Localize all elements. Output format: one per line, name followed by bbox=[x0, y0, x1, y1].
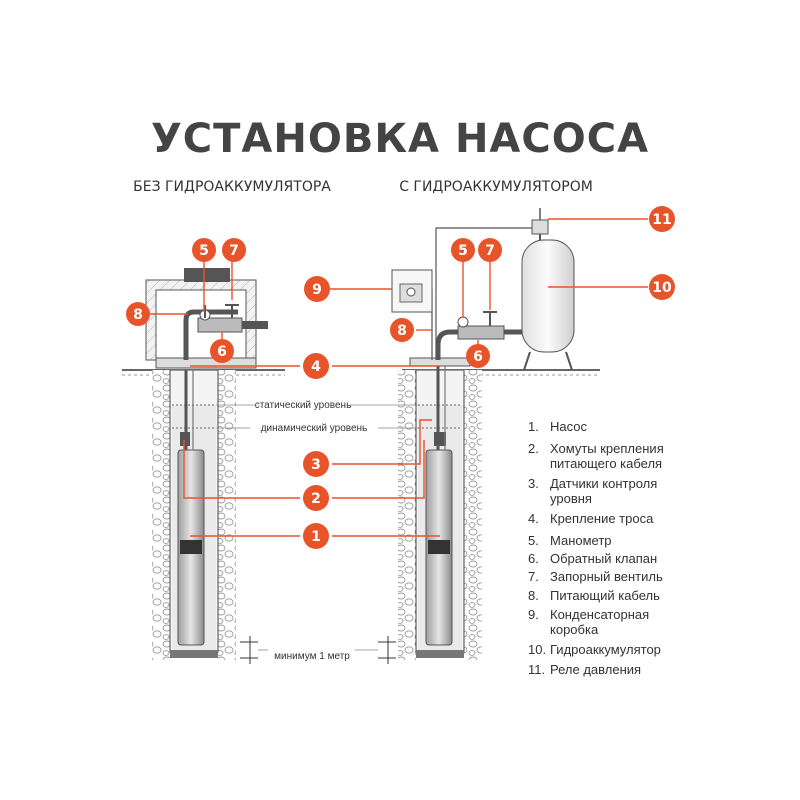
badge-6-left: 6 bbox=[210, 339, 234, 363]
svg-text:9.: 9. bbox=[528, 607, 539, 622]
svg-text:5: 5 bbox=[199, 243, 209, 259]
svg-text:4: 4 bbox=[311, 359, 321, 375]
legend-item-4: 4. Крепление троса bbox=[528, 511, 654, 526]
svg-text:Запорный вентиль: Запорный вентиль bbox=[550, 569, 663, 584]
svg-text:8: 8 bbox=[397, 323, 407, 339]
svg-text:1: 1 bbox=[311, 529, 321, 545]
badge-6-right: 6 bbox=[466, 344, 490, 368]
svg-text:2: 2 bbox=[311, 491, 321, 507]
svg-text:10: 10 bbox=[652, 280, 672, 296]
svg-text:1.: 1. bbox=[528, 419, 539, 434]
svg-text:7: 7 bbox=[485, 243, 495, 259]
svg-text:уровня: уровня bbox=[550, 491, 592, 506]
badge-4: 4 bbox=[303, 353, 329, 379]
minimum-depth-label: минимум 1 метр bbox=[274, 651, 350, 662]
svg-text:6: 6 bbox=[217, 344, 227, 360]
svg-text:Реле давления: Реле давления bbox=[550, 662, 641, 677]
svg-text:Питающий кабель: Питающий кабель bbox=[550, 588, 660, 603]
badge-9: 9 bbox=[304, 276, 330, 302]
svg-text:Манометр: Манометр bbox=[550, 533, 612, 548]
legend-item-7: 7. Запорный вентиль bbox=[528, 569, 663, 584]
badge-8-right: 8 bbox=[390, 318, 414, 342]
right-heading: С ГИДРОАККУМУЛЯТОРОМ bbox=[399, 179, 593, 195]
svg-text:коробка: коробка bbox=[550, 622, 599, 637]
leader-lines bbox=[150, 218, 648, 537]
svg-text:Насос: Насос bbox=[550, 419, 587, 434]
svg-text:7.: 7. bbox=[528, 569, 539, 584]
legend-item-5: 5. Манометр bbox=[528, 533, 612, 548]
svg-text:3.: 3. bbox=[528, 476, 539, 491]
svg-text:8.: 8. bbox=[528, 588, 539, 603]
svg-text:Хомуты крепления: Хомуты крепления bbox=[550, 441, 664, 456]
svg-text:Гидроаккумулятор: Гидроаккумулятор bbox=[550, 642, 661, 657]
legend-item-1: 1. Насос bbox=[528, 419, 587, 434]
static-level-label: статический уровень bbox=[255, 400, 352, 411]
level-labels: статический уровень динамический уровень… bbox=[216, 400, 418, 662]
svg-text:5: 5 bbox=[458, 243, 468, 259]
left-well bbox=[122, 268, 285, 664]
svg-text:10.: 10. bbox=[528, 642, 546, 657]
badge-1: 1 bbox=[303, 523, 329, 549]
page-title: УСТАНОВКА НАСОСА bbox=[151, 116, 649, 162]
dynamic-level-label: динамический уровень bbox=[261, 423, 368, 434]
legend-item-10: 10. Гидроаккумулятор bbox=[528, 642, 661, 657]
svg-text:Крепление троса: Крепление троса bbox=[550, 511, 654, 526]
badge-5-right: 5 bbox=[451, 238, 475, 262]
svg-text:8: 8 bbox=[133, 307, 143, 323]
legend-item-11: 11. Реле давления bbox=[528, 662, 641, 677]
svg-text:9: 9 bbox=[312, 282, 322, 298]
svg-text:6: 6 bbox=[473, 349, 483, 365]
badge-10: 10 bbox=[649, 274, 675, 300]
legend-item-8: 8. Питающий кабель bbox=[528, 588, 660, 603]
svg-text:питающего кабеля: питающего кабеля bbox=[550, 456, 662, 471]
badge-8-left: 8 bbox=[126, 302, 150, 326]
svg-text:Датчики контроля: Датчики контроля bbox=[550, 476, 657, 491]
badge-11: 11 bbox=[649, 206, 675, 232]
right-well bbox=[378, 208, 600, 664]
svg-text:7: 7 bbox=[229, 243, 239, 259]
svg-text:Конденсаторная: Конденсаторная bbox=[550, 607, 649, 622]
badge-7-right: 7 bbox=[478, 238, 502, 262]
svg-text:2.: 2. bbox=[528, 441, 539, 456]
svg-text:11.: 11. bbox=[528, 662, 545, 677]
svg-text:4.: 4. bbox=[528, 511, 539, 526]
svg-text:6.: 6. bbox=[528, 551, 539, 566]
badge-2: 2 bbox=[303, 485, 329, 511]
legend-item-6: 6. Обратный клапан bbox=[528, 551, 657, 566]
left-heading: БЕЗ ГИДРОАККУМУЛЯТОРА bbox=[133, 179, 331, 195]
badge-3: 3 bbox=[303, 451, 329, 477]
badge-7-left: 7 bbox=[222, 238, 246, 262]
svg-text:Обратный клапан: Обратный клапан bbox=[550, 551, 657, 566]
svg-text:11: 11 bbox=[652, 212, 671, 228]
svg-text:5.: 5. bbox=[528, 533, 539, 548]
badge-5-left: 5 bbox=[192, 238, 216, 262]
svg-text:3: 3 bbox=[311, 457, 321, 473]
